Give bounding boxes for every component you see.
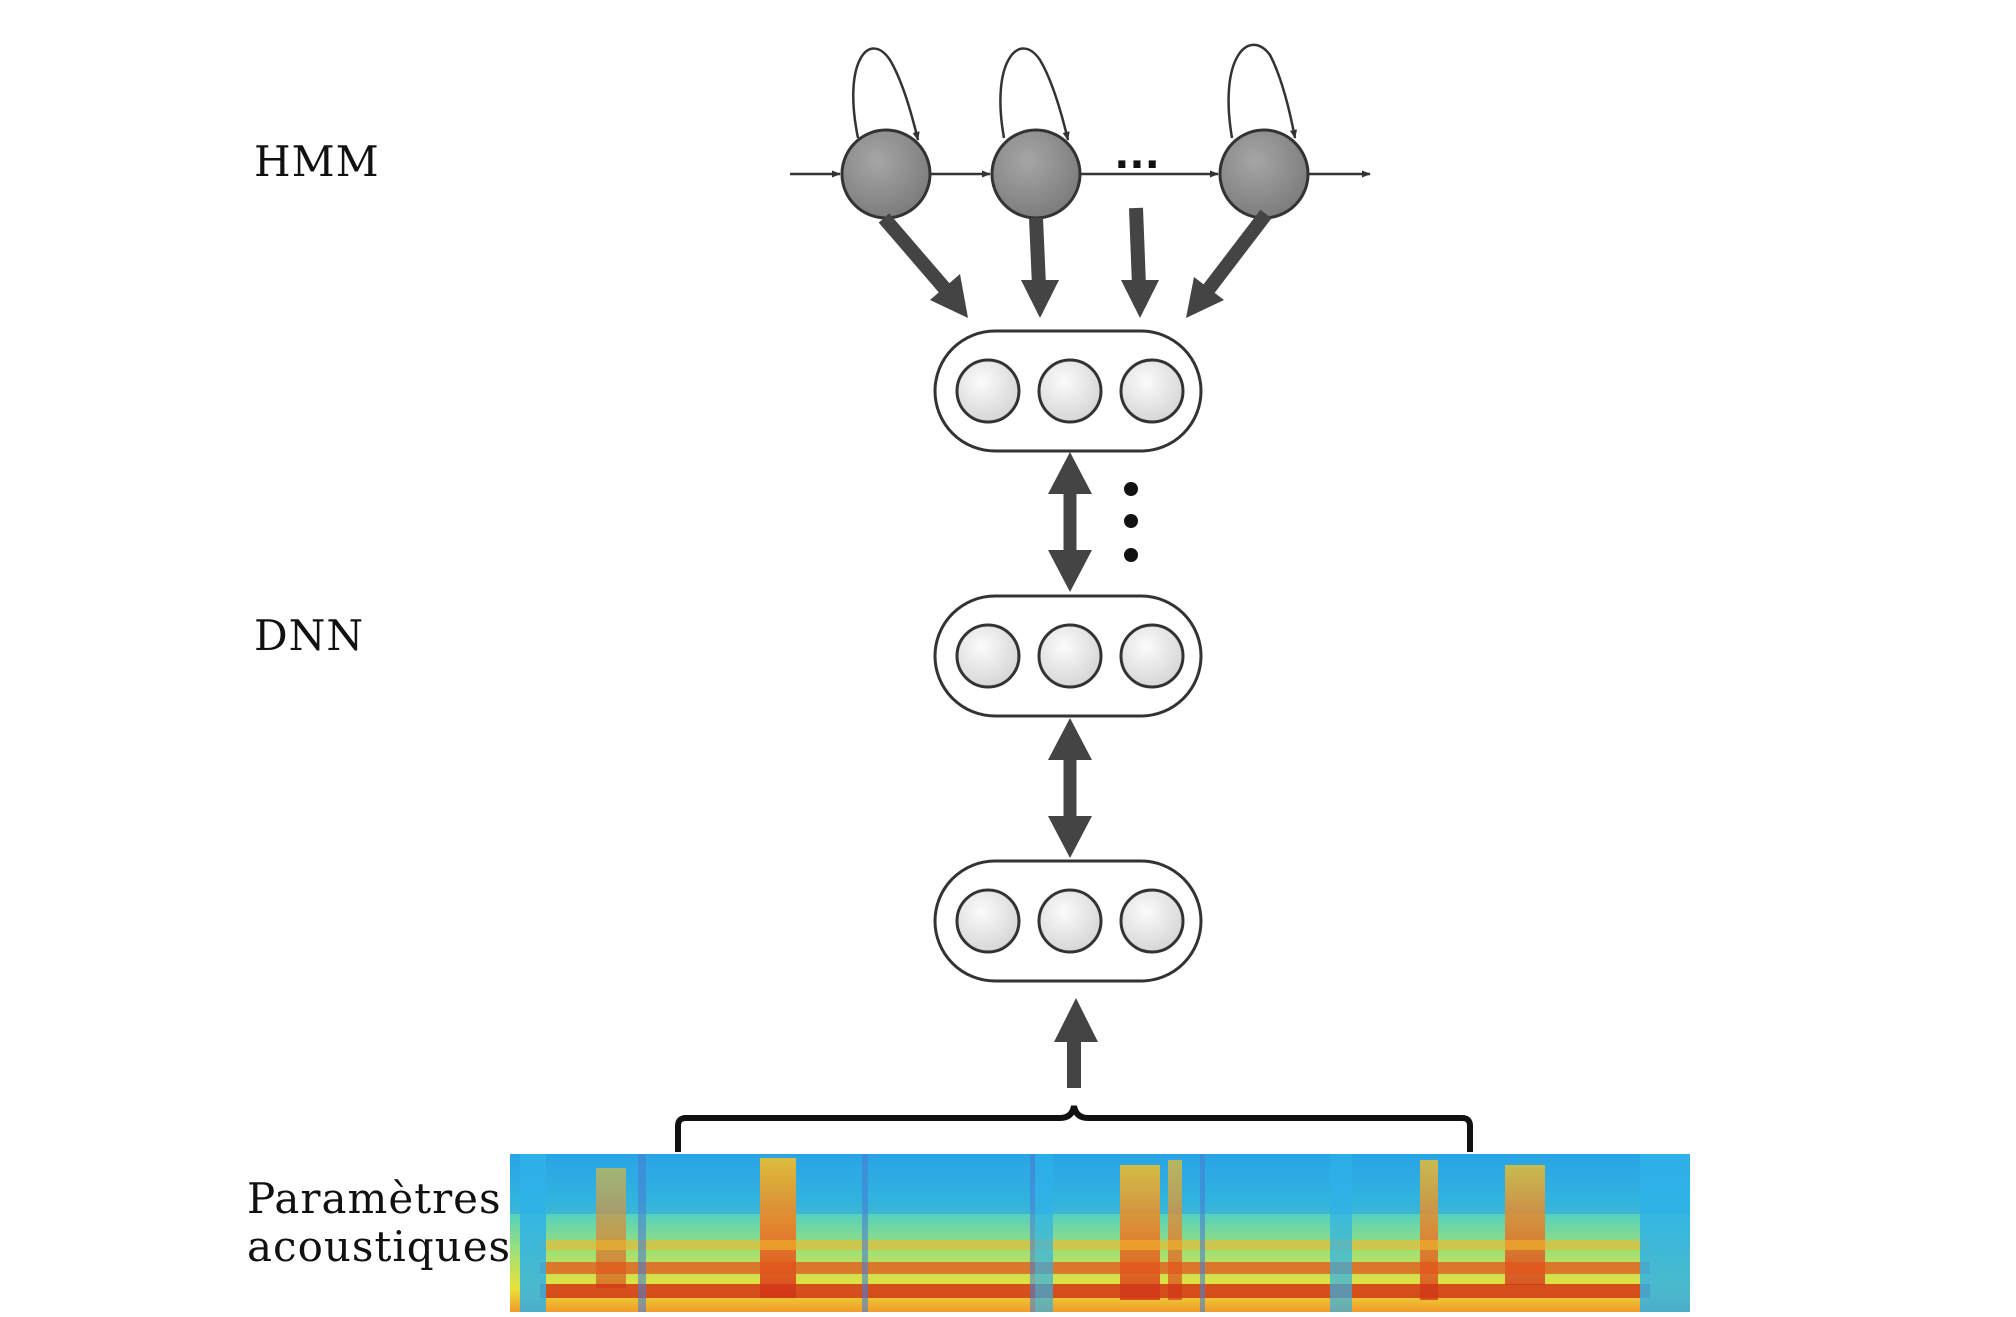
input-arrowhead bbox=[1054, 998, 1098, 1042]
emission-arrowhead bbox=[1121, 280, 1159, 318]
spectrogram-formant bbox=[540, 1240, 1650, 1250]
dnn-layer-top bbox=[933, 329, 1203, 453]
spectrogram-burst bbox=[1168, 1160, 1182, 1300]
vertical-ellipsis-dot bbox=[1124, 514, 1138, 528]
input-arrow bbox=[1054, 998, 1098, 1088]
spectrogram-gap bbox=[1200, 1154, 1205, 1312]
layer-connections bbox=[1048, 452, 1138, 858]
spectrogram-silence bbox=[1035, 1154, 1053, 1312]
spectrogram-formant bbox=[540, 1262, 1650, 1274]
dnn-layer-middle bbox=[933, 594, 1203, 718]
spectrogram-gap bbox=[638, 1154, 646, 1312]
neuron-unit bbox=[1037, 623, 1103, 689]
spectrogram-burst bbox=[760, 1158, 796, 1298]
emission-arrowhead bbox=[930, 274, 968, 318]
spectrogram-silence bbox=[1330, 1154, 1352, 1312]
vertical-ellipsis-dot bbox=[1124, 548, 1138, 562]
spectrogram-silence bbox=[520, 1154, 546, 1312]
spectrogram-gap bbox=[862, 1154, 868, 1312]
spectrogram-high-band bbox=[510, 1154, 1690, 1214]
acoustic-label-line1: Paramètres bbox=[247, 1174, 502, 1223]
bidirectional-arrowhead bbox=[1048, 550, 1092, 592]
emission-arrow-shaft bbox=[1129, 207, 1146, 287]
spectrogram-formant bbox=[540, 1284, 1650, 1298]
hmm-self-loop bbox=[999, 47, 1070, 141]
emission-arrow-shaft bbox=[1202, 209, 1272, 295]
spectrogram-burst bbox=[1420, 1160, 1438, 1300]
bidirectional-arrowhead bbox=[1048, 718, 1092, 760]
bidirectional-arrowhead bbox=[1048, 452, 1092, 494]
emission-arrowhead bbox=[1021, 280, 1059, 318]
emission-arrows bbox=[878, 207, 1272, 318]
vertical-ellipsis-dot bbox=[1124, 482, 1138, 496]
emission-arrow-shaft bbox=[1029, 217, 1046, 287]
neuron-unit bbox=[1037, 358, 1103, 424]
hmm-chain: ... bbox=[790, 43, 1371, 220]
hmm-state bbox=[1218, 128, 1310, 220]
hmm-label: HMM bbox=[254, 137, 380, 186]
hmm-ellipsis: ... bbox=[1114, 132, 1160, 178]
hmm-state bbox=[990, 128, 1082, 220]
neuron-unit bbox=[955, 888, 1021, 954]
neuron-unit bbox=[955, 623, 1021, 689]
spectrogram-silence bbox=[1640, 1154, 1690, 1312]
spectrogram bbox=[510, 1154, 1690, 1312]
hmm-state bbox=[840, 128, 932, 220]
neuron-unit bbox=[1119, 888, 1185, 954]
hmm-self-loop bbox=[852, 47, 920, 141]
acoustic-label-line2: acoustiques bbox=[247, 1222, 512, 1272]
dnn-layer-bottom bbox=[933, 859, 1203, 983]
emission-arrowhead bbox=[1186, 277, 1224, 318]
hmm-self-loop bbox=[1227, 43, 1298, 139]
spectrogram-gap bbox=[1030, 1154, 1035, 1312]
spectrogram-burst bbox=[1120, 1165, 1160, 1300]
dnn-label: DNN bbox=[254, 611, 365, 660]
acoustic-parameters-label: Paramètres acoustiques bbox=[247, 1174, 512, 1272]
neuron-unit bbox=[1037, 888, 1103, 954]
emission-arrow-shaft bbox=[878, 213, 952, 295]
neuron-unit bbox=[1119, 358, 1185, 424]
context-window-brace bbox=[675, 1105, 1473, 1152]
neuron-unit bbox=[1119, 623, 1185, 689]
neuron-unit bbox=[955, 358, 1021, 424]
bidirectional-arrowhead bbox=[1048, 816, 1092, 858]
